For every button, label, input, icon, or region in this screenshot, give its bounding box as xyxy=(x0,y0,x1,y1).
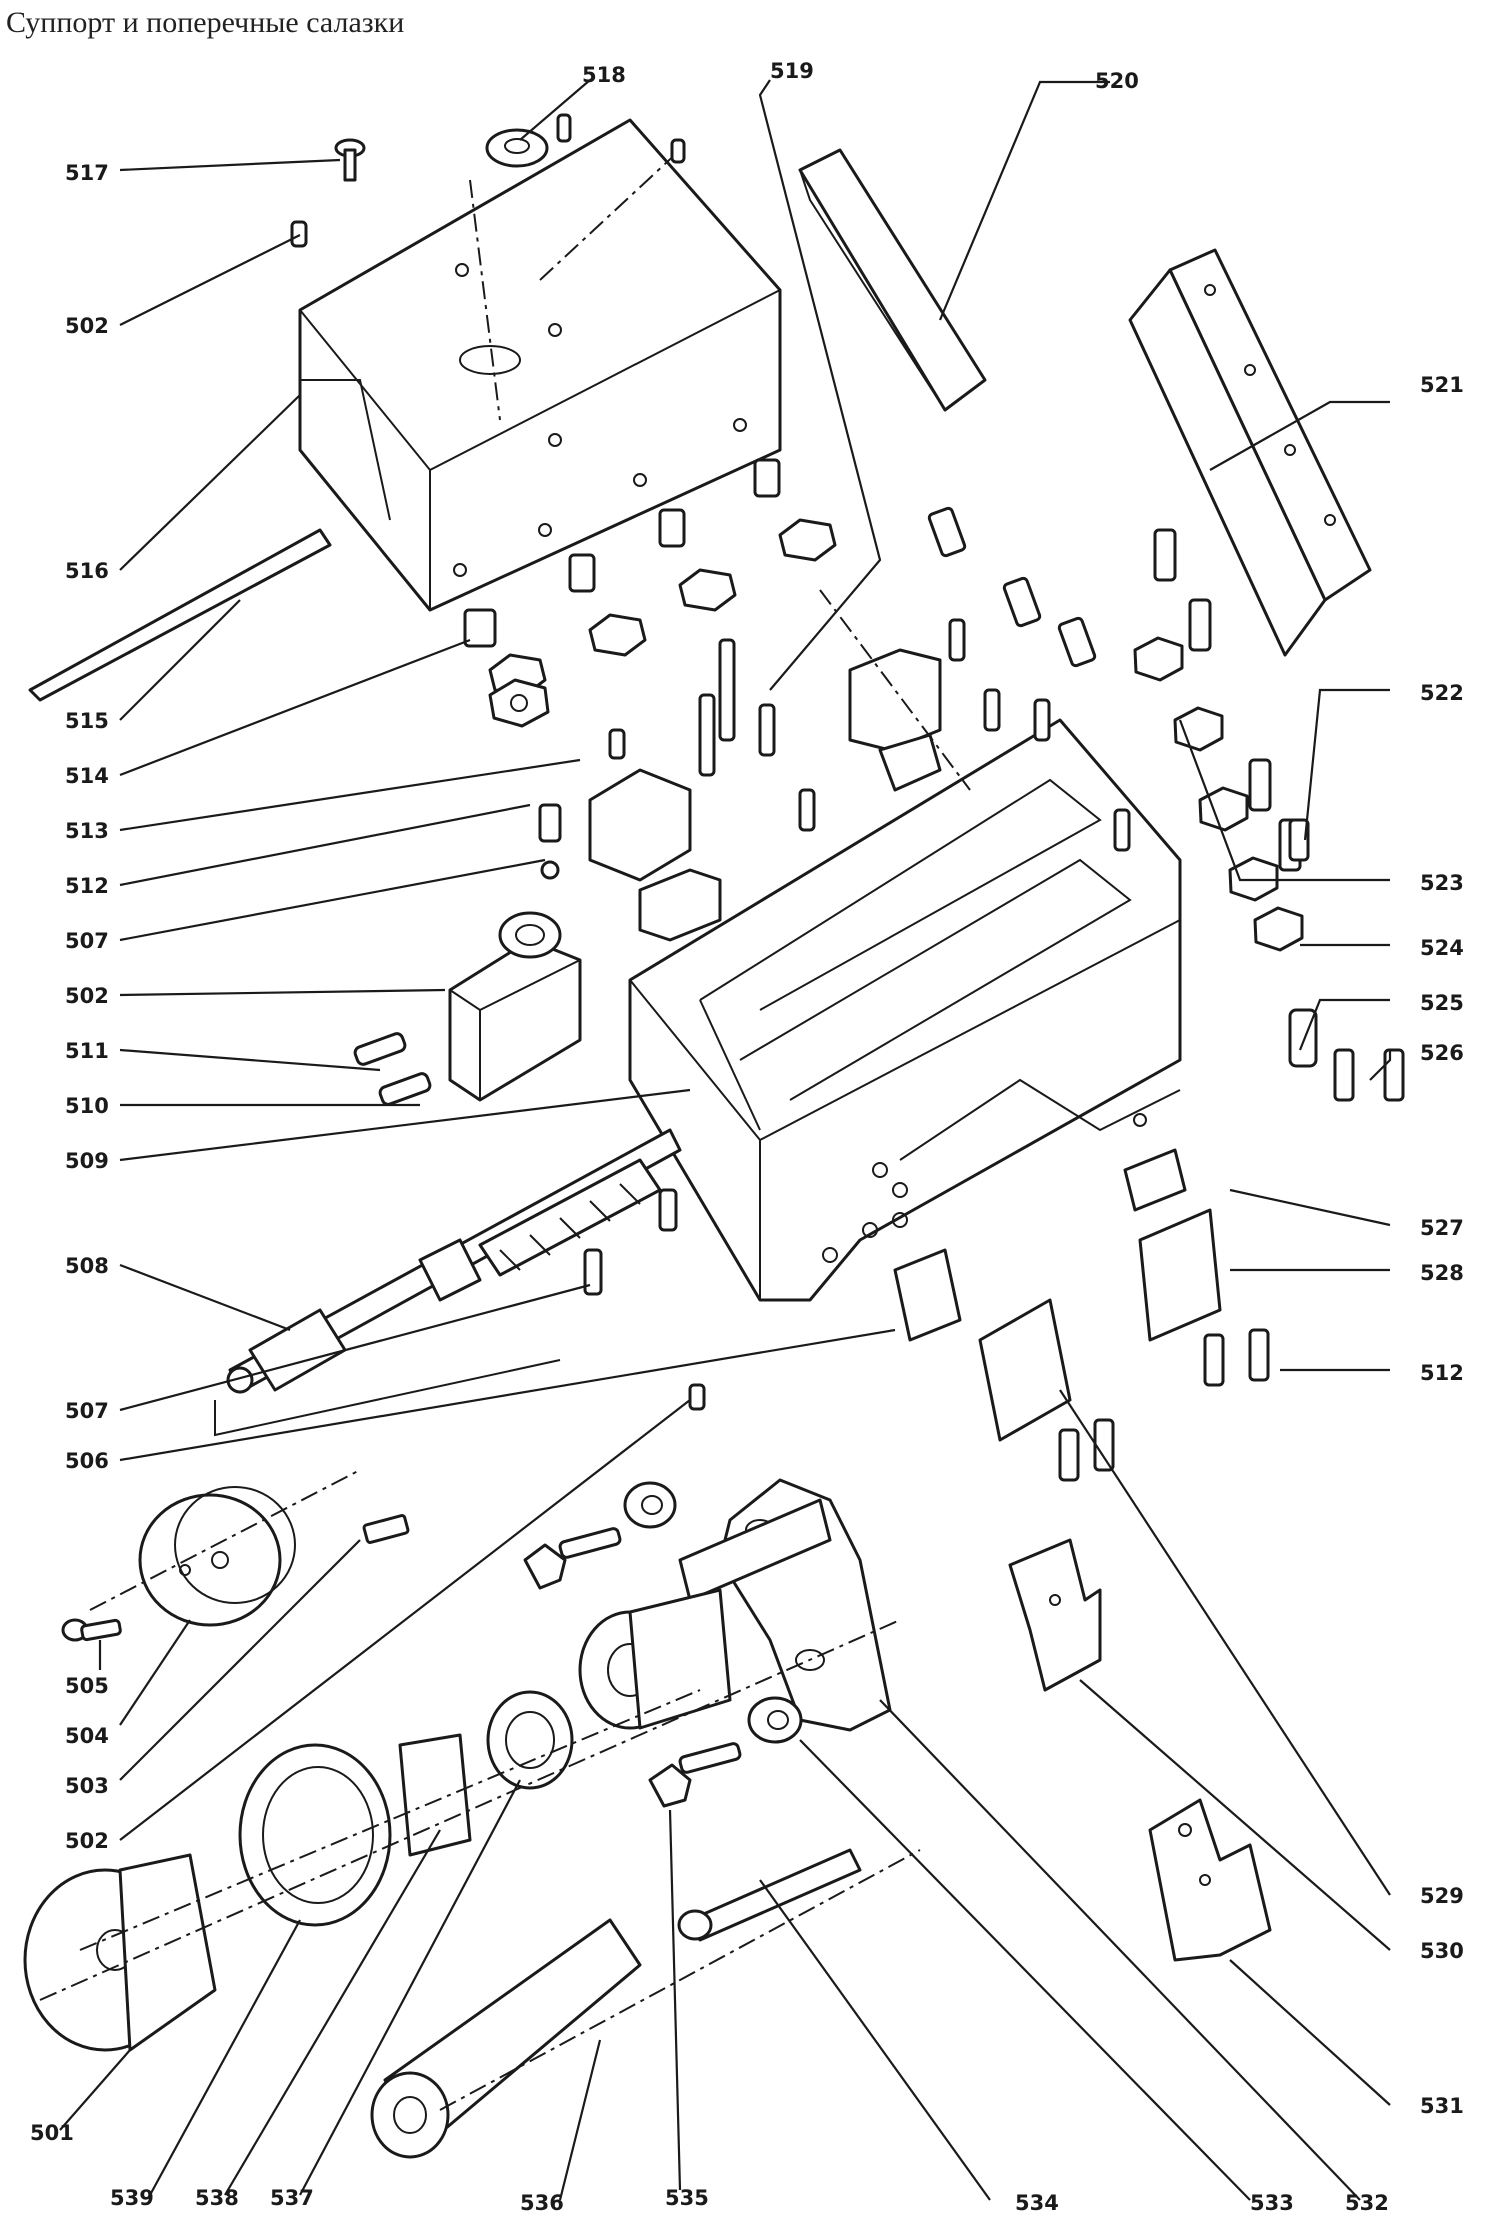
hub xyxy=(578,1588,732,1730)
label-518: 518 xyxy=(582,63,626,87)
saddle-screws xyxy=(538,618,1131,880)
bracket-532 xyxy=(678,1478,892,1732)
collar-539 xyxy=(23,1853,217,2052)
label-509: 509 xyxy=(65,1149,109,1173)
bolt-503b xyxy=(523,1527,622,1590)
label-507b: 507 xyxy=(65,1399,109,1423)
screw-517 xyxy=(334,138,366,182)
bolt-535 xyxy=(648,1742,742,1808)
label-539: 539 xyxy=(110,2186,154,2210)
label-513: 513 xyxy=(65,819,109,843)
nut-514 xyxy=(488,678,550,728)
label-502b: 502 xyxy=(65,984,109,1008)
screws-510 xyxy=(353,1032,432,1106)
screw-505 xyxy=(61,1618,122,1642)
label-506: 506 xyxy=(65,1449,109,1473)
washer-533 xyxy=(747,1696,803,1744)
label-511: 511 xyxy=(65,1039,109,1063)
top-slide-plate xyxy=(298,118,782,612)
label-533: 533 xyxy=(1250,2191,1294,2215)
label-517: 517 xyxy=(65,161,109,185)
label-514: 514 xyxy=(65,764,109,788)
label-503: 503 xyxy=(65,1774,109,1798)
label-537: 537 xyxy=(270,2186,314,2210)
leader-lines xyxy=(59,79,1392,2201)
label-524: 524 xyxy=(1420,936,1464,960)
label-519: 519 xyxy=(770,59,814,83)
screws-507 xyxy=(583,1188,678,1296)
part-labels: 517 518 519 520 502 521 516 515 514 522 … xyxy=(30,59,1464,2215)
handle-536 xyxy=(370,1918,642,2159)
label-522: 522 xyxy=(1420,681,1464,705)
label-531: 531 xyxy=(1420,2094,1464,2118)
center-lines xyxy=(39,1469,921,2111)
label-504: 504 xyxy=(65,1724,109,1748)
label-527: 527 xyxy=(1420,1216,1464,1240)
gib-bar-520 xyxy=(798,148,987,412)
label-538: 538 xyxy=(195,2186,239,2210)
bearing-537 xyxy=(486,1690,574,1790)
label-501: 501 xyxy=(30,2121,74,2145)
label-532: 532 xyxy=(1345,2191,1389,2215)
page-title: Суппорт и поперечные салазки xyxy=(6,6,405,39)
side-bar-521 xyxy=(1128,248,1372,657)
saddle-blocks xyxy=(588,589,971,942)
dial-504 xyxy=(138,1486,296,1627)
label-510: 510 xyxy=(65,1094,109,1118)
nut-block-511 xyxy=(448,911,582,1102)
label-508: 508 xyxy=(65,1254,109,1278)
leadscrew-508 xyxy=(226,1128,682,1394)
label-502c: 502 xyxy=(65,1829,109,1853)
label-512a: 512 xyxy=(65,874,109,898)
key-503 xyxy=(362,1514,410,1544)
cross-slide-body-509 xyxy=(628,718,1182,1302)
label-520: 520 xyxy=(1095,69,1139,93)
shaft-534 xyxy=(677,1848,862,1942)
label-528: 528 xyxy=(1420,1261,1464,1285)
label-516: 516 xyxy=(65,559,109,583)
label-536: 536 xyxy=(520,2191,564,2215)
label-512b: 512 xyxy=(1420,1361,1464,1385)
clamp-block-531 xyxy=(1148,1798,1272,1962)
bushing-538 xyxy=(238,1733,472,1927)
top-pins xyxy=(290,113,686,248)
label-521: 521 xyxy=(1420,373,1464,397)
label-505: 505 xyxy=(65,1674,109,1698)
label-529: 529 xyxy=(1420,1884,1464,1908)
pin-502 xyxy=(688,1383,706,1411)
guide-line-506 xyxy=(214,1359,561,1437)
gib-strip-515 xyxy=(28,528,332,702)
washer xyxy=(623,1481,677,1529)
label-523: 523 xyxy=(1420,871,1464,895)
label-534: 534 xyxy=(1015,2191,1059,2215)
label-530: 530 xyxy=(1420,1939,1464,1963)
label-507a: 507 xyxy=(65,929,109,953)
label-535: 535 xyxy=(665,2186,709,2210)
gib-blocks-right xyxy=(893,1008,1405,1482)
label-525: 525 xyxy=(1420,991,1464,1015)
washer-518 xyxy=(485,128,549,168)
right-adjust-screws xyxy=(927,506,1310,952)
label-526: 526 xyxy=(1420,1041,1464,1065)
label-515: 515 xyxy=(65,709,109,733)
label-502a: 502 xyxy=(65,314,109,338)
clamp-block-530 xyxy=(1008,1538,1102,1692)
